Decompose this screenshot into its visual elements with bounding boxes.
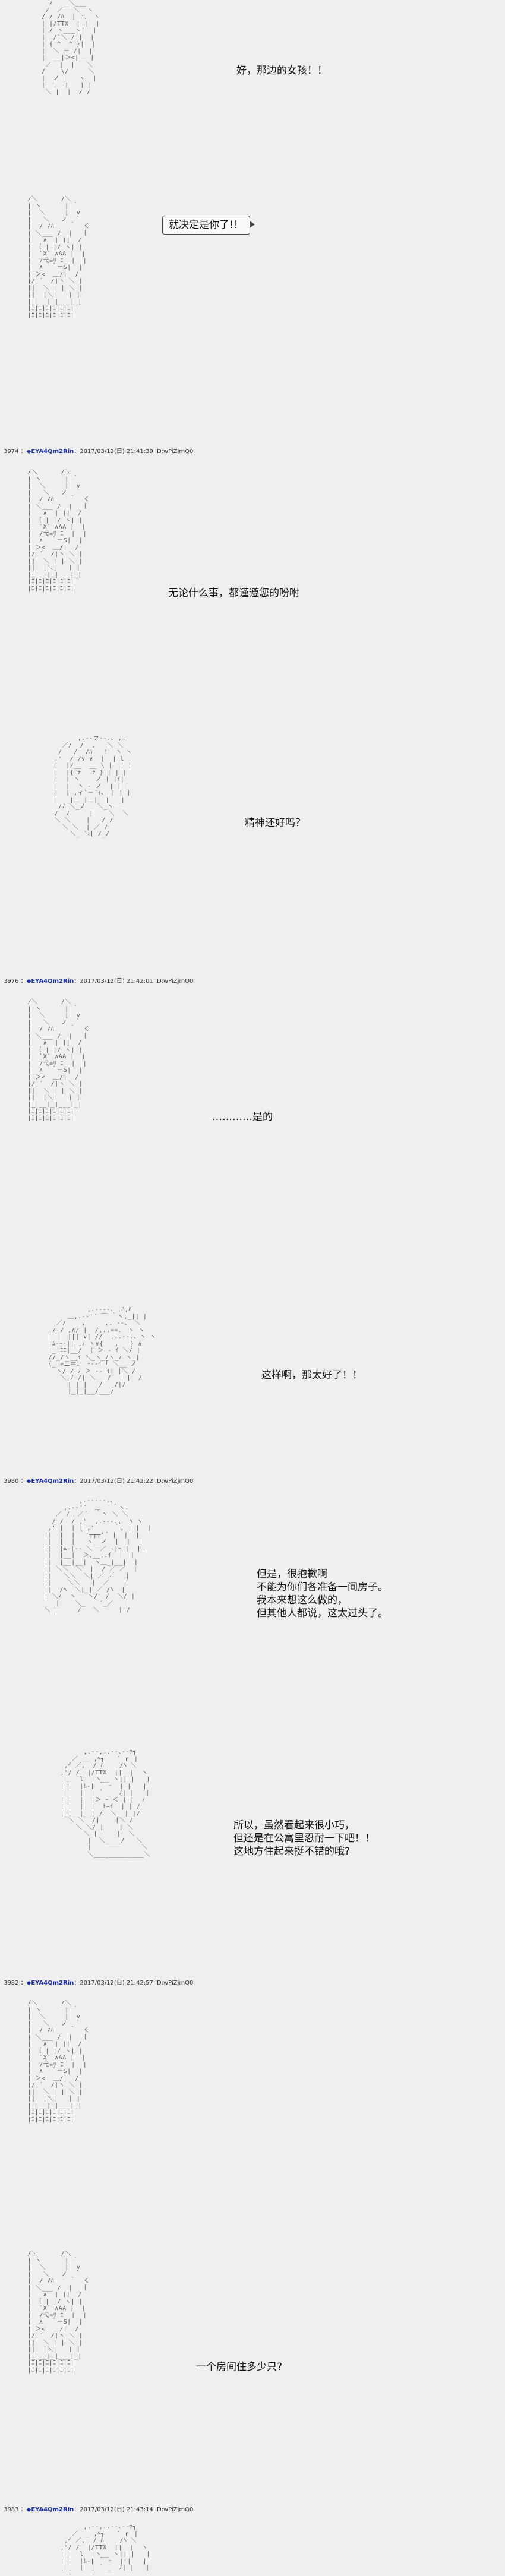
ascii-art-character: ,.-‐ァ‐-.､ ,. ／/ / , ＼ ＼ / / /ﾊ ! ヽ ヽ ,' … — [54, 735, 132, 837]
ascii-art-character: /＼ /＼ | ヽ | ｀ | ＼ | v | ＼ ノ ｀ | / /ﾊ ｀ く… — [27, 2251, 90, 2374]
post-number: 3980 — [4, 1478, 19, 1485]
dialogue-text: …………是的 — [212, 1111, 273, 1123]
ascii-art-character: ,.-‐,..--､-‐ｧ┐ ／ __ ,ﾍ┐ ´ ｒ | ,ｲ ／, / ﾊ … — [60, 1749, 150, 1858]
ascii-art-character: ,.-‐,..--､-‐ｧ┐ ／ __ ,ﾍ┐ ´ ｒ | ,ｲ ／, / ﾊ … — [60, 2524, 150, 2571]
ascii-art-character: /＼ /＼ | ヽ | ｀ | ＼ | v | ＼ ノ ｀ | / /ﾊ ｀ く… — [27, 999, 90, 1122]
ascii-art-character: ,.-‐-‐､ ,ﾊ,ﾊ ＿,.-‐'´ ￣ ｀ヽ,_|| | ／/ , ,. … — [48, 1306, 156, 1395]
post-meta: 2017/03/12(日) 21:42:01 ID:wPiZjmQ0 — [80, 978, 194, 985]
dialogue-text: 但是，很抱歉啊 不能为你们各准备一间房子。 我本来想这么做的， 但其他人都说，这… — [257, 1568, 388, 1619]
post-number: 3983 — [4, 2507, 19, 2513]
post-number: 3982 — [4, 1980, 19, 1986]
poster-name: ◆EYA4Qm2Rin — [26, 978, 74, 985]
poster-name: ◆EYA4Qm2Rin — [26, 1478, 74, 1485]
poster-name: ◆EYA4Qm2Rin — [26, 1980, 74, 1986]
post-header: 3982 ：◆EYA4Qm2Rin：2017/03/12(日) 21:42:57… — [4, 1980, 194, 1986]
post-number: 3976 — [4, 978, 19, 985]
post-meta: 2017/03/12(日) 21:42:22 ID:wPiZjmQ0 — [80, 1478, 194, 1485]
speech-bubble: 就决定是你了!！ — [162, 216, 255, 235]
poster-name: ◆EYA4Qm2Rin — [26, 2507, 74, 2513]
post-meta: 2017/03/12(日) 21:43:14 ID:wPiZjmQ0 — [80, 2507, 194, 2513]
post-header: 3976 ：◆EYA4Qm2Rin：2017/03/12(日) 21:42:01… — [4, 978, 194, 985]
post-meta: 2017/03/12(日) 21:41:39 ID:wPiZjmQ0 — [80, 448, 194, 455]
ascii-art-character: /＼ /＼ | ヽ | ｀ | ＼ | v | ＼ ノ ｀ | / /ﾊ ｀ く… — [27, 2000, 90, 2123]
dialogue-text: 好，那边的女孩！！ — [236, 65, 327, 77]
dialogue-text: 一个房间住多少只? — [196, 2361, 283, 2373]
dialogue-text: 就决定是你了!！ — [169, 219, 244, 231]
dialogue-text: 无论什么事，都谨遵您的吩咐 — [168, 587, 299, 599]
poster-name: ◆EYA4Qm2Rin — [26, 448, 74, 455]
dialogue-text: 所以，虽然看起来很小巧， 但还是在公寓里忍耐一下吧！！ 这地方住起来挺不错的哦? — [233, 1819, 375, 1857]
ascii-art-character: / ＼___ / ／￣ ＼ ヽ / / /ﾊ | ＼ ヽ | |/TTX | |… — [42, 0, 100, 96]
ascii-art-character: /＼ /＼ | ヽ | ｀ | ＼ | v | ＼ ノ ｀ | / /ﾊ ｀ く… — [27, 469, 90, 592]
post-header: 3974 ：◆EYA4Qm2Rin：2017/03/12(日) 21:41:39… — [4, 448, 194, 455]
ascii-art-character: ,.-‐-‐-.､ ,.-‐'´ ＿ ｀ヽ. ／ / ／´ ｀ヽ ＼ ＼ / /… — [44, 1498, 152, 1613]
dialogue-text: 这样啊，那太好了！！ — [261, 1369, 362, 1381]
dialogue-text: 精神还好吗？ — [245, 817, 305, 829]
post-number: 3974 — [4, 448, 19, 455]
ascii-art-character: /＼ /＼ | ヽ | ｀ | ＼ | v | ＼ ノ ｀ | / /ﾊ ｀ く… — [27, 196, 90, 319]
post-meta: 2017/03/12(日) 21:42:57 ID:wPiZjmQ0 — [80, 1980, 194, 1986]
post-header: 3983 ：◆EYA4Qm2Rin：2017/03/12(日) 21:43:14… — [4, 2507, 194, 2513]
post-header: 3980 ：◆EYA4Qm2Rin：2017/03/12(日) 21:42:22… — [4, 1478, 194, 1485]
